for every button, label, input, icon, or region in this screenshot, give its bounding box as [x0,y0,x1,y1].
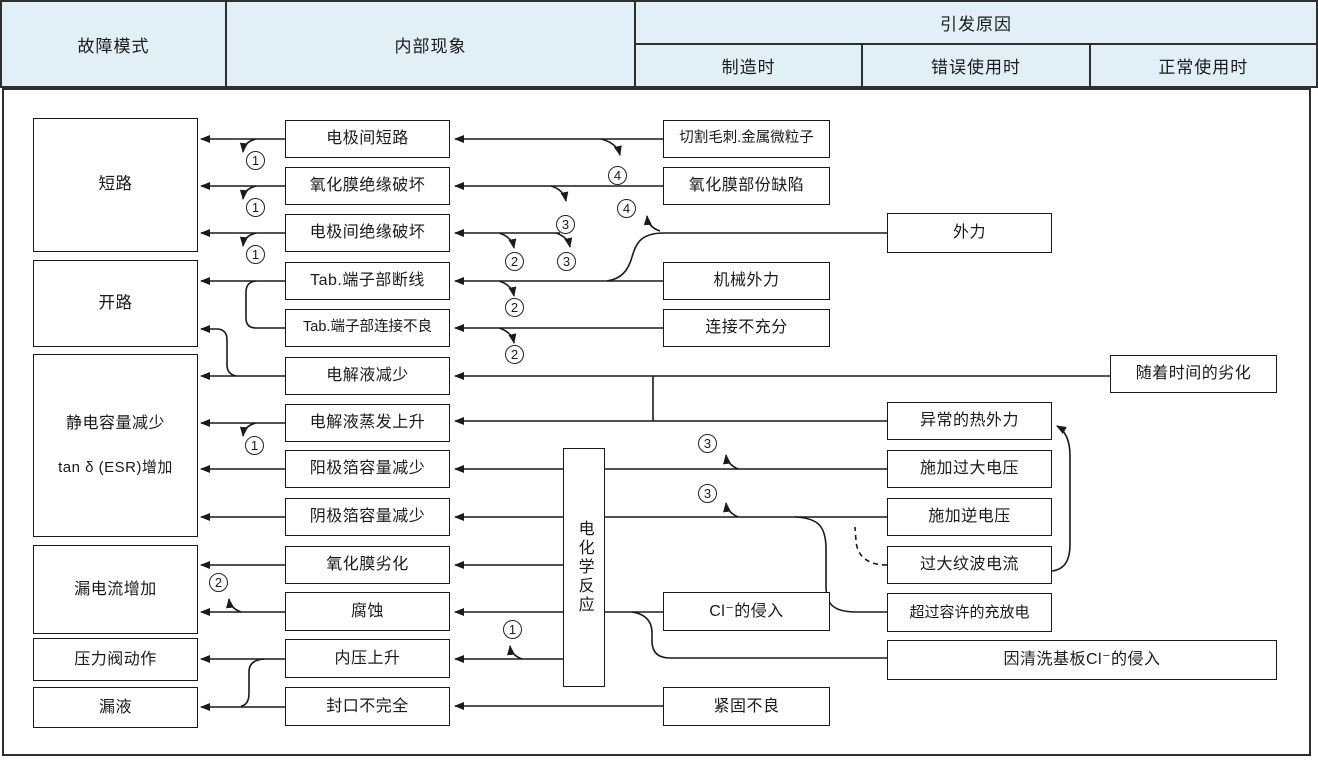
connector-3-b: 3 [557,252,576,271]
connector-2-b: 2 [505,298,524,317]
fault-esr-increase-line2: tan δ (ESR)增加 [58,459,173,477]
cause-apply-excessive-voltage: 施加过大电压 [887,450,1052,488]
connector-1-a: 1 [246,151,265,170]
fault-liquid-leakage: 漏液 [33,687,198,728]
fault-capacitance-line1: 静电容量减少 [65,414,165,432]
connector-1-b: 1 [246,198,265,217]
connector-2-c: 2 [505,345,524,364]
connector-1-e: 1 [503,620,522,639]
cause-external-force: 外力 [887,213,1052,253]
fault-short-circuit: 短路 [33,118,198,252]
header-at-misuse: 错误使用时 [861,45,1088,86]
cause-cutting-burrs-metal-particles: 切割毛刺.金属微粒子 [663,120,830,158]
header-at-manufacturing: 制造时 [721,58,776,77]
cause-apply-reverse-voltage: 施加逆电压 [887,498,1052,536]
fault-pressure-valve-operation: 压力阀动作 [33,638,198,681]
cause-deterioration-over-time: 随着时间的劣化 [1110,355,1277,393]
connector-3-a: 3 [556,215,575,234]
connector-2-d: 2 [209,573,228,592]
connector-4-b: 4 [617,199,636,218]
phenomenon-tab-terminal-poor-connection: Tab.端子部连接不良 [285,309,450,347]
phenomenon-incomplete-sealing: 封口不完全 [285,687,450,726]
phenomenon-short-between-electrodes: 电极间短路 [285,120,450,158]
connector-2-a: 2 [505,252,524,271]
cause-abnormal-thermal-force: 异常的热外力 [887,402,1052,440]
fault-capacitance-decrease: 静电容量减少 tan δ (ESR)增加 [33,354,198,537]
header-at-normal-use: 正常使用时 [1088,45,1316,86]
cause-excessive-ripple-current: 过大纹波电流 [887,546,1052,584]
connector-3-c: 3 [698,434,717,453]
cause-mechanical-external-force: 机械外力 [663,262,830,300]
fault-open-circuit: 开路 [33,260,198,347]
header-cause-subcolumns: 制造时 错误使用时 正常使用时 [636,45,1316,86]
cause-insufficient-connection: 连接不充分 [663,309,830,347]
phenomenon-oxide-film-degradation: 氧化膜劣化 [285,546,450,584]
phenomenon-electrochemical-reaction: 电化学反应 [563,448,605,687]
phenomenon-insulation-breakdown-between-electrodes: 电极间绝缘破坏 [285,214,450,252]
connector-3-d: 3 [698,484,717,503]
fault-leakage-current-increase: 漏电流增加 [33,545,198,634]
phenomenon-electrolyte-evaporation-rise: 电解液蒸发上升 [285,404,450,442]
cause-charge-discharge-over-limit: 超过容许的充放电 [887,593,1052,632]
phenomenon-cathode-foil-capacity-decrease: 阴极箔容量减少 [285,498,450,536]
phenomenon-internal-pressure-rise: 内压上升 [285,639,450,678]
phenomenon-anode-foil-capacity-decrease: 阳极箔容量减少 [285,450,450,488]
cause-poor-fastening: 紧固不良 [663,687,830,726]
header-table: 故障模式 内部现象 引发原因 制造时 错误使用时 正常使用时 [0,0,1318,88]
cause-chloride-ingress-board-cleaning: 因清洗基板Cl⁻的侵入 [887,640,1277,680]
phenomenon-oxide-film-insulation-breakdown: 氧化膜绝缘破坏 [285,167,450,205]
header-cause-group: 引发原因 制造时 错误使用时 正常使用时 [636,2,1316,86]
cause-chloride-ingress: Cl⁻的侵入 [663,592,830,631]
header-fault-mode: 故障模式 [2,2,227,86]
connector-1-d: 1 [245,436,264,455]
phenomenon-tab-terminal-wire-break: Tab.端子部断线 [285,262,450,300]
header-internal-phenomenon: 内部现象 [227,2,636,86]
phenomenon-corrosion: 腐蚀 [285,592,450,631]
header-trigger-cause: 引发原因 [636,2,1316,45]
connector-4-a: 4 [608,166,627,185]
phenomenon-electrolyte-decrease: 电解液减少 [285,357,450,395]
cause-oxide-film-partial-defect: 氧化膜部份缺陷 [663,167,830,205]
connector-1-c: 1 [246,245,265,264]
